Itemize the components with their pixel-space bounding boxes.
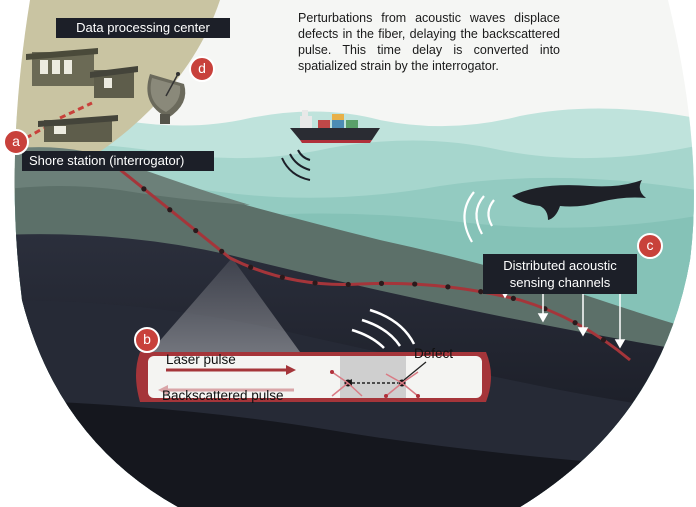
inset-magnifier-beam <box>150 258 300 352</box>
cable-channel-dot <box>279 274 285 280</box>
cable-channel-dot <box>312 280 318 286</box>
whale-sound-waves <box>463 191 495 243</box>
badge-a: a <box>3 129 29 155</box>
deepest-layer <box>14 400 694 507</box>
diagram-caption: Perturbations from acoustic waves displa… <box>298 11 560 73</box>
cable-channel-dot <box>378 280 385 286</box>
cable-channel-dot <box>345 281 351 288</box>
satellite-dish-icon <box>147 72 186 124</box>
cable-channel-dot <box>445 284 451 290</box>
laser-pulse-label: Laser pulse <box>166 352 236 367</box>
cable-channel-dot <box>219 248 225 254</box>
badge-c: c <box>637 233 663 259</box>
cable-channel-dot <box>478 289 484 295</box>
cable-channel-dot <box>572 320 578 326</box>
data-processing-center-label: Data processing center <box>56 18 230 38</box>
cable-channel-dot <box>193 227 199 234</box>
cable-channel-dot <box>248 264 254 270</box>
defect-label: Defect <box>414 346 454 361</box>
badge-d: d <box>189 56 215 82</box>
das-channels-label: Distributed acoustic sensing channels <box>483 254 637 294</box>
whale-icon <box>512 180 646 220</box>
cable-channel-markers <box>141 186 607 343</box>
cable-channel-dot <box>141 186 147 192</box>
cable-channel-dot <box>412 281 418 287</box>
das-channel-arrows <box>499 278 626 349</box>
shore-station-label: Shore station (interrogator) <box>22 151 214 171</box>
data-processing-building <box>26 48 138 98</box>
shore-station-building <box>38 115 118 142</box>
ship-sound-waves <box>281 149 311 181</box>
cable-channel-dot <box>167 207 173 213</box>
ship-icon <box>290 110 380 143</box>
cable-channel-dot <box>510 295 516 301</box>
shore-dashed-line <box>25 126 45 140</box>
cable-channel-dot <box>600 337 607 343</box>
uplink-dashed-line <box>59 101 93 120</box>
backscattered-pulse-label: Backscattered pulse <box>162 388 284 403</box>
fiber-inset-panel <box>136 308 491 402</box>
badge-b: b <box>134 327 160 353</box>
